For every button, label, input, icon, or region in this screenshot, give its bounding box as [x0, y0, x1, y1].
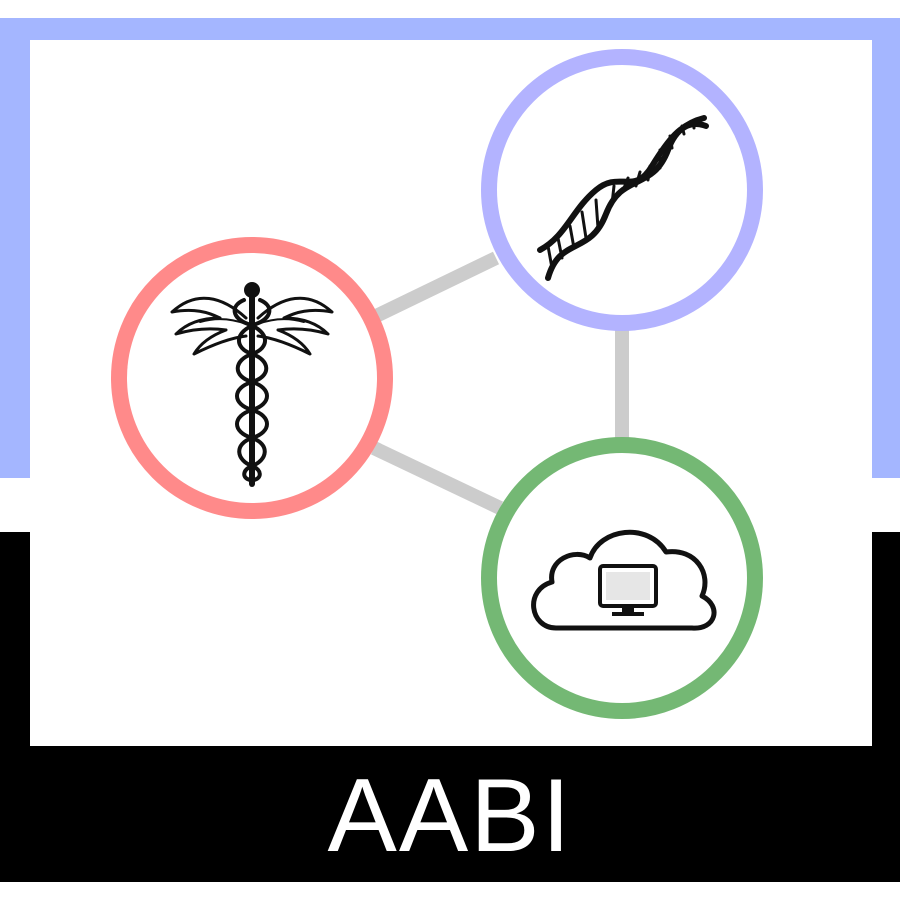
- node-biology: [481, 49, 763, 331]
- connectors: [368, 251, 629, 515]
- cloud-computer-icon: [531, 529, 717, 631]
- node-computing: [481, 437, 763, 719]
- dna-helix-icon: [537, 115, 709, 281]
- connector-medicine-computing: [370, 441, 504, 515]
- wordmark: AABI: [327, 758, 573, 874]
- frame-bottom: [0, 532, 900, 882]
- node-medicine: [111, 237, 393, 519]
- caduceus-icon: [170, 282, 334, 487]
- connector-medicine-biology: [368, 251, 500, 325]
